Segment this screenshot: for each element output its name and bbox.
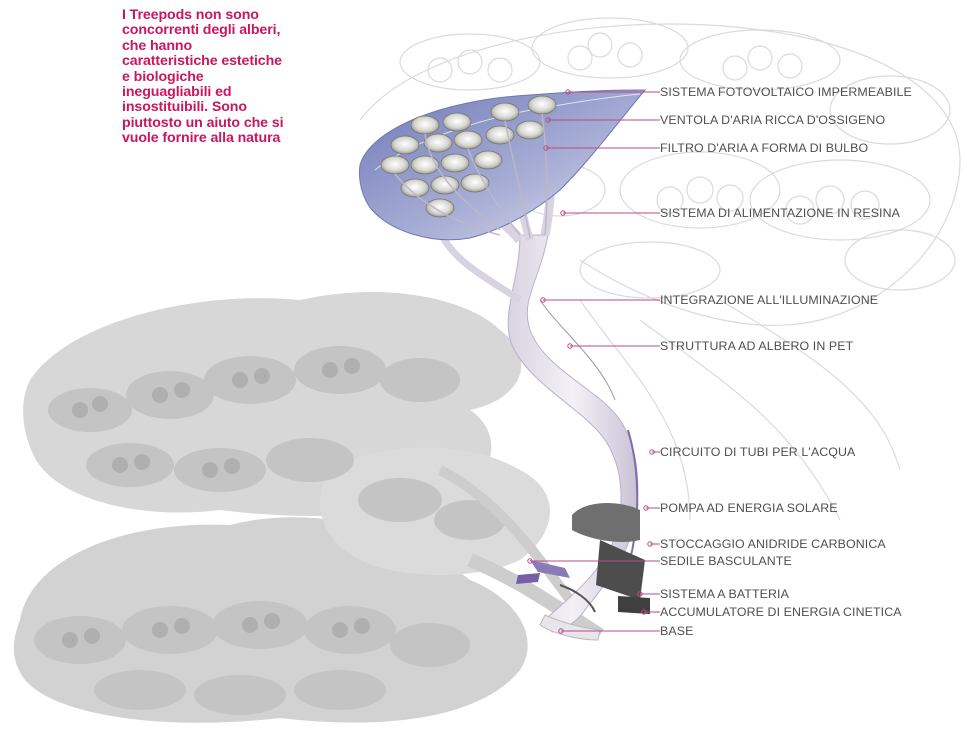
label-co2-storage: STOCCAGGIO ANIDRIDE CARBONICA <box>660 537 886 551</box>
label-lighting: INTEGRAZIONE ALL'ILLUMINAZIONE <box>660 293 878 307</box>
label-photovoltaic: SISTEMA FOTOVOLTAICO IMPERMEABILE <box>660 85 912 99</box>
label-fan: VENTOLA D'ARIA RICCA D'OSSIGENO <box>660 113 885 127</box>
label-battery: SISTEMA A BATTERIA <box>660 587 789 601</box>
label-water-pipes: CIRCUITO DI TUBI PER L'ACQUA <box>660 445 855 459</box>
label-bulb-filter: FILTRO D'ARIA A FORMA DI BULBO <box>660 141 868 155</box>
label-seat: SEDILE BASCULANTE <box>660 554 792 568</box>
ground-shadow <box>14 292 600 723</box>
intro-text: I Treepods non sono concorrenti degli al… <box>122 8 290 147</box>
label-kinetic: ACCUMULATORE DI ENERGIA CINETICA <box>660 605 902 619</box>
tree-canopy <box>360 90 646 240</box>
label-solar-pump: POMPA AD ENERGIA SOLARE <box>660 501 838 515</box>
label-resin-feed: SISTEMA DI ALIMENTAZIONE IN RESINA <box>660 206 900 220</box>
label-base: BASE <box>660 624 693 638</box>
label-pet-structure: STRUTTURA AD ALBERO IN PET <box>660 339 853 353</box>
